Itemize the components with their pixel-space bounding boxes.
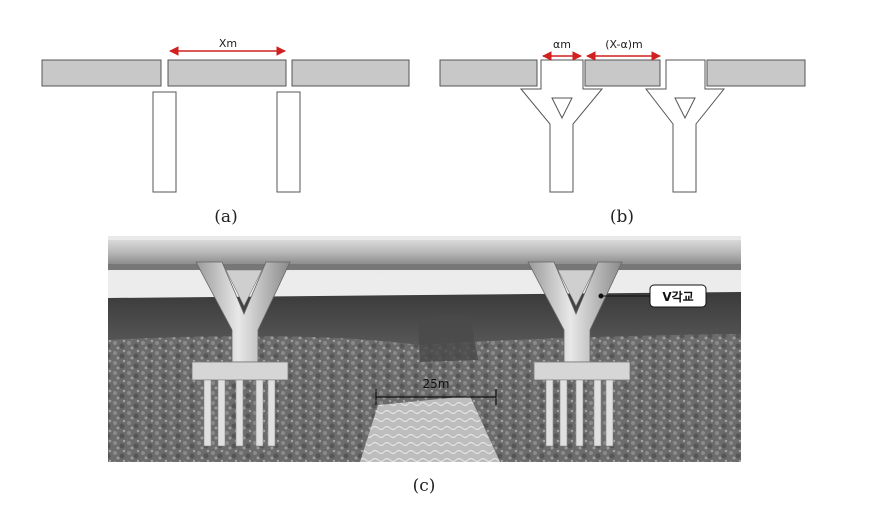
v-pier [644,59,726,193]
deck-segment [291,59,410,87]
v-bridge-callout: V각교 [598,284,707,308]
distance-label: 25m [423,377,450,391]
deck-segment [41,59,162,87]
rendered-v-pier [527,261,631,447]
pier-column [276,91,301,193]
rest-span-label: (X-α)m [605,38,643,51]
deck-segment [706,59,806,87]
span-label: Xm [219,37,237,50]
diagram-b: αm (X-α)m (b) [439,38,806,227]
caption-b: (b) [610,207,634,227]
caption-a: (a) [214,207,237,227]
deck-segment [167,59,287,87]
diagram-a: Xm (a) [41,37,410,227]
distance-dimension: 25m [375,377,497,405]
pier-column [152,91,177,193]
rendered-deck [108,240,741,264]
diagram-c-rendering: V각교 25m [108,236,741,462]
deck-segment [584,59,661,87]
callout-label: V각교 [662,289,693,304]
deck-segment [439,59,538,87]
v-pier [519,59,604,193]
alpha-span-label: αm [553,38,571,51]
caption-c: (c) [413,476,436,496]
rendered-v-pier [191,261,291,447]
